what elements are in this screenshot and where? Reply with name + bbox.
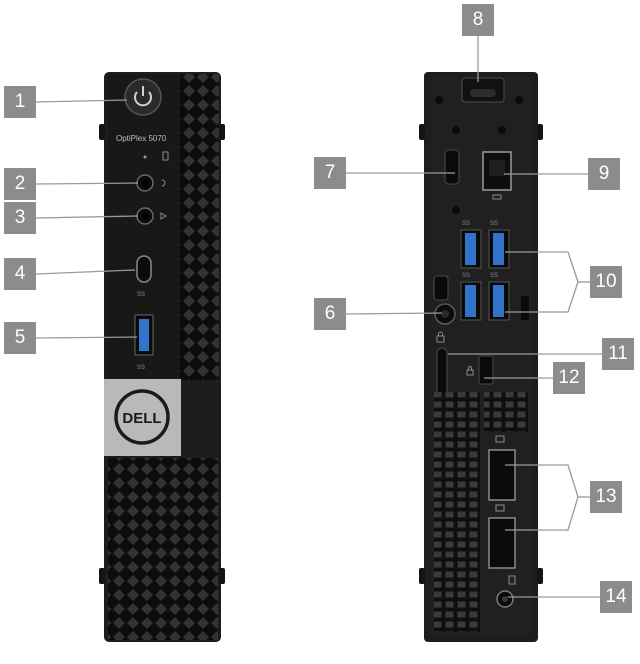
- callout-1: 1: [4, 86, 36, 118]
- leader-lines: [35, 36, 602, 598]
- power-connector-icon: [508, 575, 516, 585]
- front-foot-top-right: [219, 124, 225, 140]
- rear-usb-mark: SS: [490, 273, 498, 279]
- front-foot-top-left: [99, 124, 105, 140]
- front-foot-bottom-right: [219, 568, 225, 584]
- rj45-inner: [489, 160, 505, 176]
- front-model-label: OptiPlex 5070: [116, 134, 167, 143]
- rear-usb-tongue: [465, 285, 476, 317]
- rear-usb-port-group: [460, 229, 510, 321]
- displayport-2[interactable]: [488, 517, 516, 569]
- line-out-icon: [160, 212, 167, 220]
- rear-vent-small: [484, 392, 528, 432]
- padlock-ring-inner: [470, 89, 496, 97]
- rear-vent: [434, 392, 480, 632]
- front-vent-grille-bottom: [108, 458, 218, 640]
- rear-usb-mark: SS: [462, 273, 470, 279]
- headset-icon: [161, 179, 166, 187]
- rear-usb-tongue: [493, 233, 504, 265]
- padlock-slot[interactable]: [436, 347, 448, 399]
- drive-icon: [162, 151, 169, 161]
- callout-12: 12: [553, 362, 585, 394]
- headset-jack-hole: [142, 180, 148, 186]
- front-view: OptiPlex 5070 SS SS DELL: [99, 72, 225, 642]
- rear-slot-right: [521, 296, 529, 320]
- rear-screw-hole: [452, 206, 460, 214]
- option-port[interactable]: [444, 149, 460, 185]
- displayport-pair: [488, 435, 516, 569]
- lock-icon: [466, 366, 474, 376]
- lock-icon: [436, 331, 445, 343]
- power-button[interactable]: [124, 78, 162, 116]
- line-out-jack-hole: [142, 213, 148, 219]
- leader-line: [35, 182, 139, 185]
- rear-foot-bottom-right: [537, 568, 543, 584]
- dell-logo: [114, 389, 170, 445]
- callout-5: 5: [4, 322, 36, 354]
- power-icon: [134, 86, 152, 107]
- displayport-icon: [495, 435, 505, 443]
- rear-usb-mark: SS: [490, 221, 498, 227]
- callout-7: 7: [314, 157, 346, 189]
- rear-usb-tongue: [493, 285, 504, 317]
- rear-foot-top-right: [537, 124, 543, 140]
- callout-2: 2: [4, 168, 36, 200]
- antenna-connector-center: [441, 310, 449, 318]
- front-foot-bottom-left: [99, 568, 105, 584]
- rear-screw-hole: [452, 126, 460, 134]
- callout-13: 13: [590, 481, 622, 513]
- rear-foot-top-left: [419, 124, 425, 140]
- callout-4: 4: [4, 258, 36, 290]
- callout-10: 10: [590, 266, 622, 298]
- rear-usb-mark: SS: [462, 221, 470, 227]
- rear-usb-tongue: [465, 233, 476, 265]
- leader-line: [35, 269, 136, 275]
- leader-line: [35, 336, 138, 339]
- front-usb-a-tongue: [139, 319, 149, 351]
- callout-8: 8: [462, 4, 494, 36]
- drive-activity-light: [143, 155, 147, 159]
- rear-screw-hole: [515, 96, 523, 104]
- front-usb-a-mark: SS: [137, 365, 145, 371]
- rear-foot-bottom-left: [419, 568, 425, 584]
- rear-screw-hole: [498, 126, 506, 134]
- displayport-icon: [495, 504, 505, 512]
- network-icon: [492, 194, 502, 200]
- rear-view: SS SS SS SS: [419, 72, 543, 642]
- callout-11: 11: [602, 338, 634, 370]
- leader-line: [345, 312, 443, 315]
- callout-6: 6: [314, 298, 346, 330]
- displayport-1[interactable]: [488, 449, 516, 501]
- front-vent-grille-right: [180, 74, 219, 380]
- rear-screw-hole: [435, 96, 443, 104]
- dell-logo-text: DELL: [122, 410, 161, 427]
- antenna-bracket: [433, 275, 449, 301]
- leader-line: [35, 215, 139, 219]
- callout-9: 9: [588, 158, 620, 190]
- usb-type-c-mark: SS: [137, 292, 145, 298]
- power-connector-pin: [502, 596, 508, 602]
- security-cable-slot[interactable]: [478, 355, 494, 385]
- callout-3: 3: [4, 202, 36, 234]
- usb-type-c-port[interactable]: [136, 255, 152, 283]
- callout-14: 14: [600, 581, 632, 613]
- leader-line: [35, 99, 128, 103]
